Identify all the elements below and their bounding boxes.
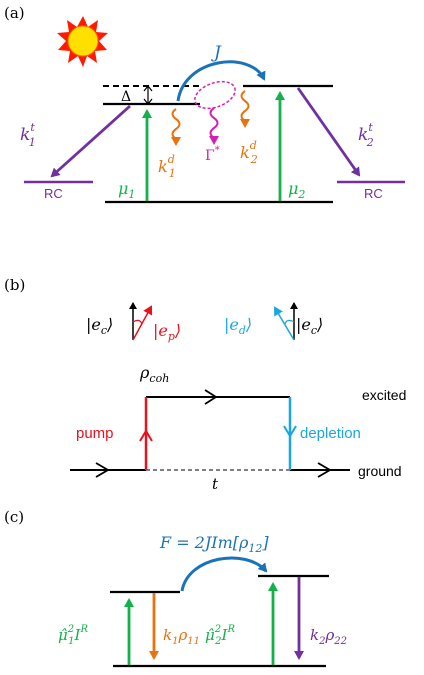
rc-right-label: RC bbox=[364, 186, 383, 201]
ground-direction-arrow-left bbox=[95, 462, 110, 478]
j-transfer-arrow bbox=[176, 60, 266, 102]
trapping-arrow-right bbox=[296, 87, 361, 177]
decay-wave-right bbox=[240, 90, 250, 128]
decay2-label: k2ρ22 bbox=[310, 626, 347, 647]
panel-c-label: (c) bbox=[4, 508, 24, 526]
ket-ep: |ep⟩ bbox=[153, 321, 181, 343]
gamma-star-label: Γ* bbox=[205, 145, 220, 164]
mu1-label: μ1 bbox=[118, 179, 135, 201]
flux-transfer-arrow bbox=[180, 556, 268, 592]
rc-left-label: RC bbox=[44, 186, 63, 201]
ket-ed: |ed⟩ bbox=[224, 315, 252, 337]
excited-label: excited bbox=[362, 387, 406, 403]
ground-label: ground bbox=[358, 463, 402, 479]
delta-label: Δ bbox=[121, 89, 131, 105]
mu2-label: μ2 bbox=[288, 179, 305, 201]
decay1-label: k1ρ11 bbox=[163, 626, 200, 647]
j-label: J bbox=[211, 43, 222, 63]
panel-b-label: (b) bbox=[4, 276, 25, 294]
pump-polarization-vectors bbox=[129, 302, 153, 341]
sun-icon bbox=[57, 16, 108, 67]
ket-ec-right: |ec⟩ bbox=[296, 315, 323, 337]
ground-direction-arrow-right bbox=[317, 462, 332, 478]
ket-ec-left: |ec⟩ bbox=[86, 315, 113, 337]
t-label: t bbox=[212, 475, 219, 493]
excited-direction-arrow bbox=[204, 389, 218, 405]
rho-coh-label: ρcoh bbox=[139, 363, 169, 385]
decay-wave-left bbox=[171, 108, 181, 146]
depletion-label: depletion bbox=[300, 425, 361, 442]
flux-formula: F = 2JIm[ρ12] bbox=[159, 533, 269, 555]
pump-interaction-arrow bbox=[139, 429, 153, 442]
panel-b: (b) |ec⟩ |ep⟩ |ed⟩ |ec⟩ ρcoh excited gro… bbox=[4, 276, 406, 493]
trapping-arrow-left bbox=[50, 104, 131, 178]
delta-bracket bbox=[143, 85, 153, 105]
panel-a-label: (a) bbox=[4, 4, 25, 22]
depletion-interaction-arrow bbox=[283, 425, 297, 438]
dephasing-wave bbox=[209, 107, 219, 145]
pump-label: pump bbox=[76, 425, 114, 442]
panel-a: (a) RC RC Δ J bbox=[4, 4, 405, 204]
dephasing-ellipse bbox=[194, 80, 236, 110]
depletion-polarization-vectors bbox=[273, 302, 298, 341]
